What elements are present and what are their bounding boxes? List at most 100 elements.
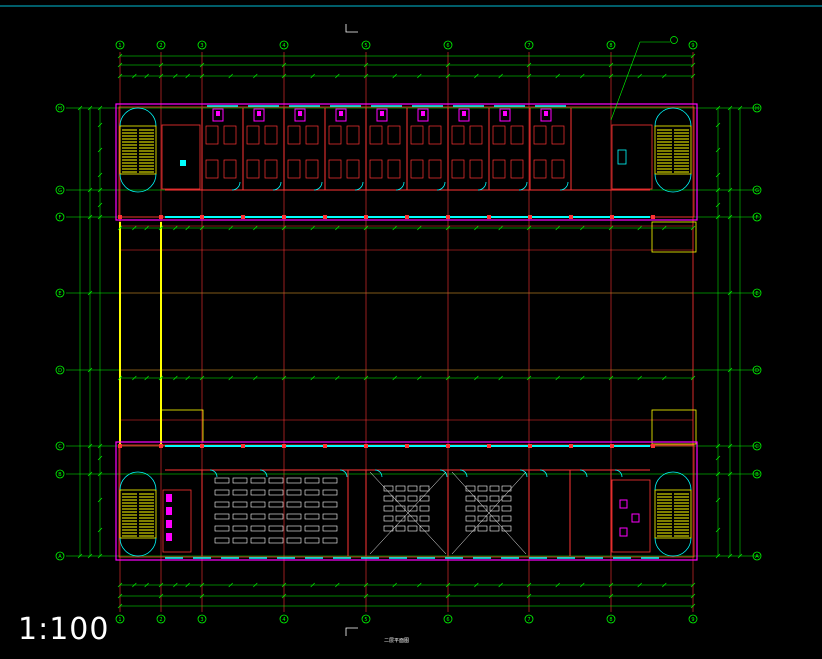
desk <box>407 515 418 522</box>
dimension-tick <box>474 375 479 381</box>
north-wing-outline <box>115 103 698 221</box>
axis-bubble-label: 5 <box>364 43 367 49</box>
dimension-tick <box>637 73 642 79</box>
axis-bubble <box>524 614 534 624</box>
bed <box>428 159 442 179</box>
dimension-tick <box>727 443 733 449</box>
dimension-tick <box>498 225 503 231</box>
column <box>651 215 655 219</box>
column <box>569 215 573 219</box>
dimension-tick <box>117 225 123 231</box>
axis-bubble-label: H <box>755 106 759 112</box>
axis-bubble-label: 8 <box>609 617 612 623</box>
dimension-tick <box>173 375 178 381</box>
dimension-tick <box>727 105 733 111</box>
dimension-tick <box>132 225 137 231</box>
bed <box>469 125 483 145</box>
door-swing <box>436 181 446 191</box>
seat-row <box>214 525 230 532</box>
stair-north-east <box>654 125 692 175</box>
dimension-tick <box>690 53 696 59</box>
dimension-tick <box>185 73 190 79</box>
bathroom-fixture <box>499 108 511 122</box>
door-swing <box>395 181 405 191</box>
bathroom-fixture <box>294 108 306 122</box>
bed <box>410 125 424 145</box>
leader-line <box>610 41 641 121</box>
dimension-tick <box>417 73 422 79</box>
column <box>528 215 532 219</box>
desk <box>501 485 512 492</box>
stair-curve <box>654 537 692 557</box>
dimension-tick <box>526 225 532 231</box>
dimension-tick <box>715 187 721 193</box>
dimension-tick <box>727 290 733 296</box>
axis-bubble <box>688 40 698 50</box>
dimension-tick <box>715 553 721 559</box>
axis-bubble-label: 9 <box>691 617 694 623</box>
dimension-tick <box>690 73 696 79</box>
dimension-tick <box>310 73 315 79</box>
axis-bubble <box>279 614 289 624</box>
dimension-tick <box>281 375 287 381</box>
dimension-tick <box>727 367 733 373</box>
axis-bubble <box>688 614 698 624</box>
desk <box>419 525 430 532</box>
dimension-tick <box>158 62 164 68</box>
axis-bubble-label: G <box>58 188 62 194</box>
bathroom-fixture <box>417 108 429 122</box>
dimension-tick <box>580 375 585 381</box>
seat-row <box>268 501 284 508</box>
seat-row <box>250 525 266 532</box>
seat-row <box>268 537 284 544</box>
axis-bubble <box>752 103 762 113</box>
column <box>159 215 163 219</box>
toilet <box>544 111 548 116</box>
desk <box>477 505 488 512</box>
door-swing <box>539 469 548 478</box>
bed <box>287 159 301 179</box>
toilet <box>503 111 507 116</box>
detail-bubble <box>670 36 678 44</box>
dimension-tick <box>580 582 585 588</box>
dimension-tick <box>87 105 93 111</box>
axis-bubble-label: 3 <box>200 617 203 623</box>
dimension-tick <box>363 73 369 79</box>
north-east-utility <box>611 124 653 190</box>
dimension-tick <box>144 73 149 79</box>
dimension-tick <box>158 375 164 381</box>
bed <box>510 159 524 179</box>
dimension-tick <box>526 375 532 381</box>
stair-curve <box>119 537 157 557</box>
dimension-tick <box>199 73 205 79</box>
dimension-tick <box>363 62 369 68</box>
seat-row <box>286 513 302 520</box>
stair-curve <box>119 107 157 127</box>
axis-bubble-label: A <box>755 554 759 560</box>
dimension-tick <box>608 62 614 68</box>
dimension-tick <box>727 187 733 193</box>
column <box>282 444 286 448</box>
dimension-tick <box>97 105 103 111</box>
column <box>610 444 614 448</box>
desk <box>489 515 500 522</box>
dimension-tick <box>199 582 205 588</box>
dimension-tick <box>662 73 667 79</box>
seat-row <box>322 501 338 508</box>
bed <box>533 159 547 179</box>
dimension-tick <box>253 73 258 79</box>
door-swing <box>209 469 218 478</box>
desk <box>395 505 406 512</box>
bed <box>492 159 506 179</box>
seat-row <box>214 501 230 508</box>
dimension-tick <box>281 593 287 599</box>
dimension-tick <box>474 73 479 79</box>
column <box>446 444 450 448</box>
dimension-tick <box>727 214 733 220</box>
axis-bubble <box>156 40 166 50</box>
dimension-tick <box>87 367 93 373</box>
dimension-tick <box>97 553 103 559</box>
dimension-tick <box>310 225 315 231</box>
desk <box>419 515 430 522</box>
